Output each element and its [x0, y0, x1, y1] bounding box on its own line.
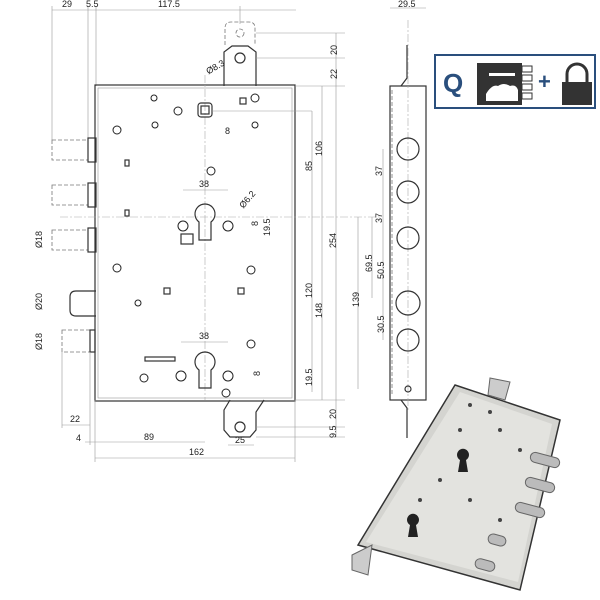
lower-keyhole: [194, 351, 216, 389]
badge-letter: Q: [443, 68, 463, 98]
dim-cyl-19-5: 19.5: [262, 218, 272, 236]
dim-162: 162: [189, 447, 204, 457]
side-view: 29.5 37 37 69.5 50.5 139 30.5: [351, 0, 427, 438]
security-badge: Q +: [434, 54, 596, 109]
top-dimensions: 29 5.5 117.5: [51, 0, 296, 140]
dim-spindle: 8: [225, 126, 230, 136]
plus-icon: +: [538, 69, 551, 94]
dim-cyl-38-bottom: 38: [199, 331, 209, 341]
dim-bolt-20: Ø20: [34, 293, 44, 310]
dim-254: 254: [328, 233, 338, 248]
dim-20-bottom: 20: [328, 409, 338, 419]
bottom-tab: [223, 399, 265, 438]
dim-tab-hole: Ø8.3: [204, 58, 226, 76]
dim-29: 29: [62, 0, 72, 9]
right-dimensions: 20 22 106 85 254 120 148 19.5 20 9.5: [212, 32, 345, 438]
top-tab: Ø8.3: [204, 21, 257, 86]
dim-screw: Ø6.2: [237, 189, 257, 210]
dim-bolt-18-a: Ø18: [34, 231, 44, 248]
dim-bolt-18-b: Ø18: [34, 333, 44, 350]
dim-5-5: 5.5: [86, 0, 99, 9]
dim-cyl-8: 8: [250, 221, 260, 226]
dim-69-5: 69.5: [364, 254, 374, 272]
bolts: Ø18 Ø20 Ø18: [34, 137, 97, 353]
dim-37-b: 37: [374, 213, 384, 223]
dim-148: 148: [314, 303, 324, 318]
padlock-icon: [562, 62, 592, 105]
dim-19-5: 19.5: [304, 368, 314, 386]
dim-89: 89: [144, 432, 154, 442]
dim-22: 22: [329, 69, 339, 79]
dim-20-top: 20: [329, 45, 339, 55]
dim-22-bottom: 22: [70, 414, 80, 424]
key-card-icon: [477, 63, 533, 105]
dim-117-5: 117.5: [158, 0, 180, 9]
dim-9-5: 9.5: [328, 425, 338, 438]
dim-106: 106: [314, 141, 324, 156]
dim-50-5: 50.5: [376, 261, 386, 279]
dim-139: 139: [351, 292, 361, 307]
bottom-dimensions: 22 4 89 162 25: [61, 352, 296, 462]
lock-body: 8 38 Ø6.2 8 19.5 38 8: [60, 75, 380, 402]
dim-25: 25: [235, 435, 245, 445]
lock-product-photo: [351, 377, 561, 591]
dim-85: 85: [304, 161, 314, 171]
dim-37-a: 37: [374, 166, 384, 176]
dim-4: 4: [76, 433, 81, 443]
dim-30-5: 30.5: [376, 315, 386, 333]
dim-120: 120: [304, 283, 314, 298]
dim-cyl-38-top: 38: [199, 179, 209, 189]
upper-keyhole: [194, 203, 216, 241]
dim-cyl-8-bottom: 8: [252, 371, 262, 376]
dim-side-width: 29.5: [398, 0, 416, 9]
